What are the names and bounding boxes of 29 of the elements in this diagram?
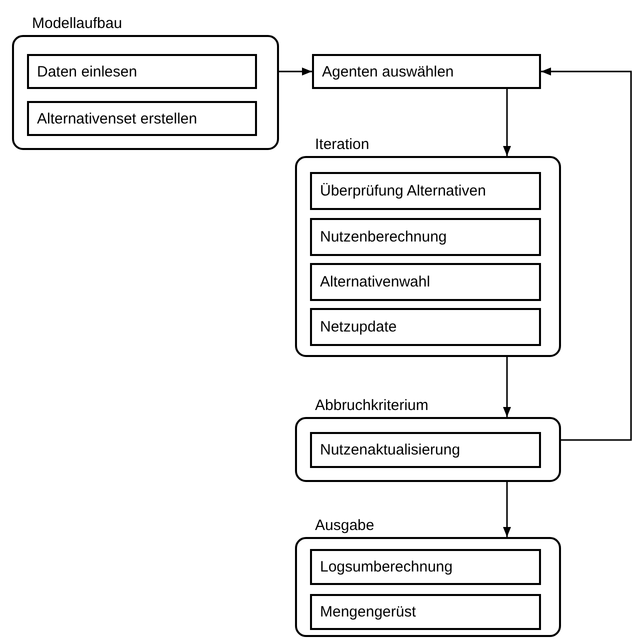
process-box (310, 263, 541, 301)
process-box (27, 101, 257, 136)
arrow (503, 482, 511, 537)
step-label: Daten einlesen (37, 63, 138, 80)
step-label: Logsumberechnung (320, 558, 453, 576)
group-heading: Modellaufbau (32, 15, 122, 32)
process-box (310, 308, 541, 346)
arrow (503, 89, 511, 156)
step-label: Alternativenwahl (320, 274, 430, 290)
step-label: Nutzenaktualisierung (320, 442, 460, 458)
group-heading: Ausgabe (315, 517, 374, 534)
step-label: Mengengerüst (320, 604, 416, 620)
step-label: Agenten auswählen (322, 63, 454, 80)
arrow (503, 357, 511, 417)
process-box (312, 54, 541, 89)
step-label: Netzupdate (320, 318, 397, 336)
arrow (279, 68, 312, 76)
process-box (310, 549, 541, 585)
arrow (541, 68, 632, 441)
step-label: Nutzenberechnung (320, 228, 447, 246)
process-box (310, 172, 541, 210)
group-heading: Abbruchkriterium (315, 397, 428, 414)
group-heading: Iteration (315, 136, 370, 153)
step-label: Überprüfung Alternativen (320, 182, 486, 200)
process-box (310, 594, 541, 630)
process-box (310, 432, 541, 468)
process-box (310, 218, 541, 256)
process-box (27, 54, 257, 89)
step-label: Alternativenset erstellen (37, 110, 198, 127)
